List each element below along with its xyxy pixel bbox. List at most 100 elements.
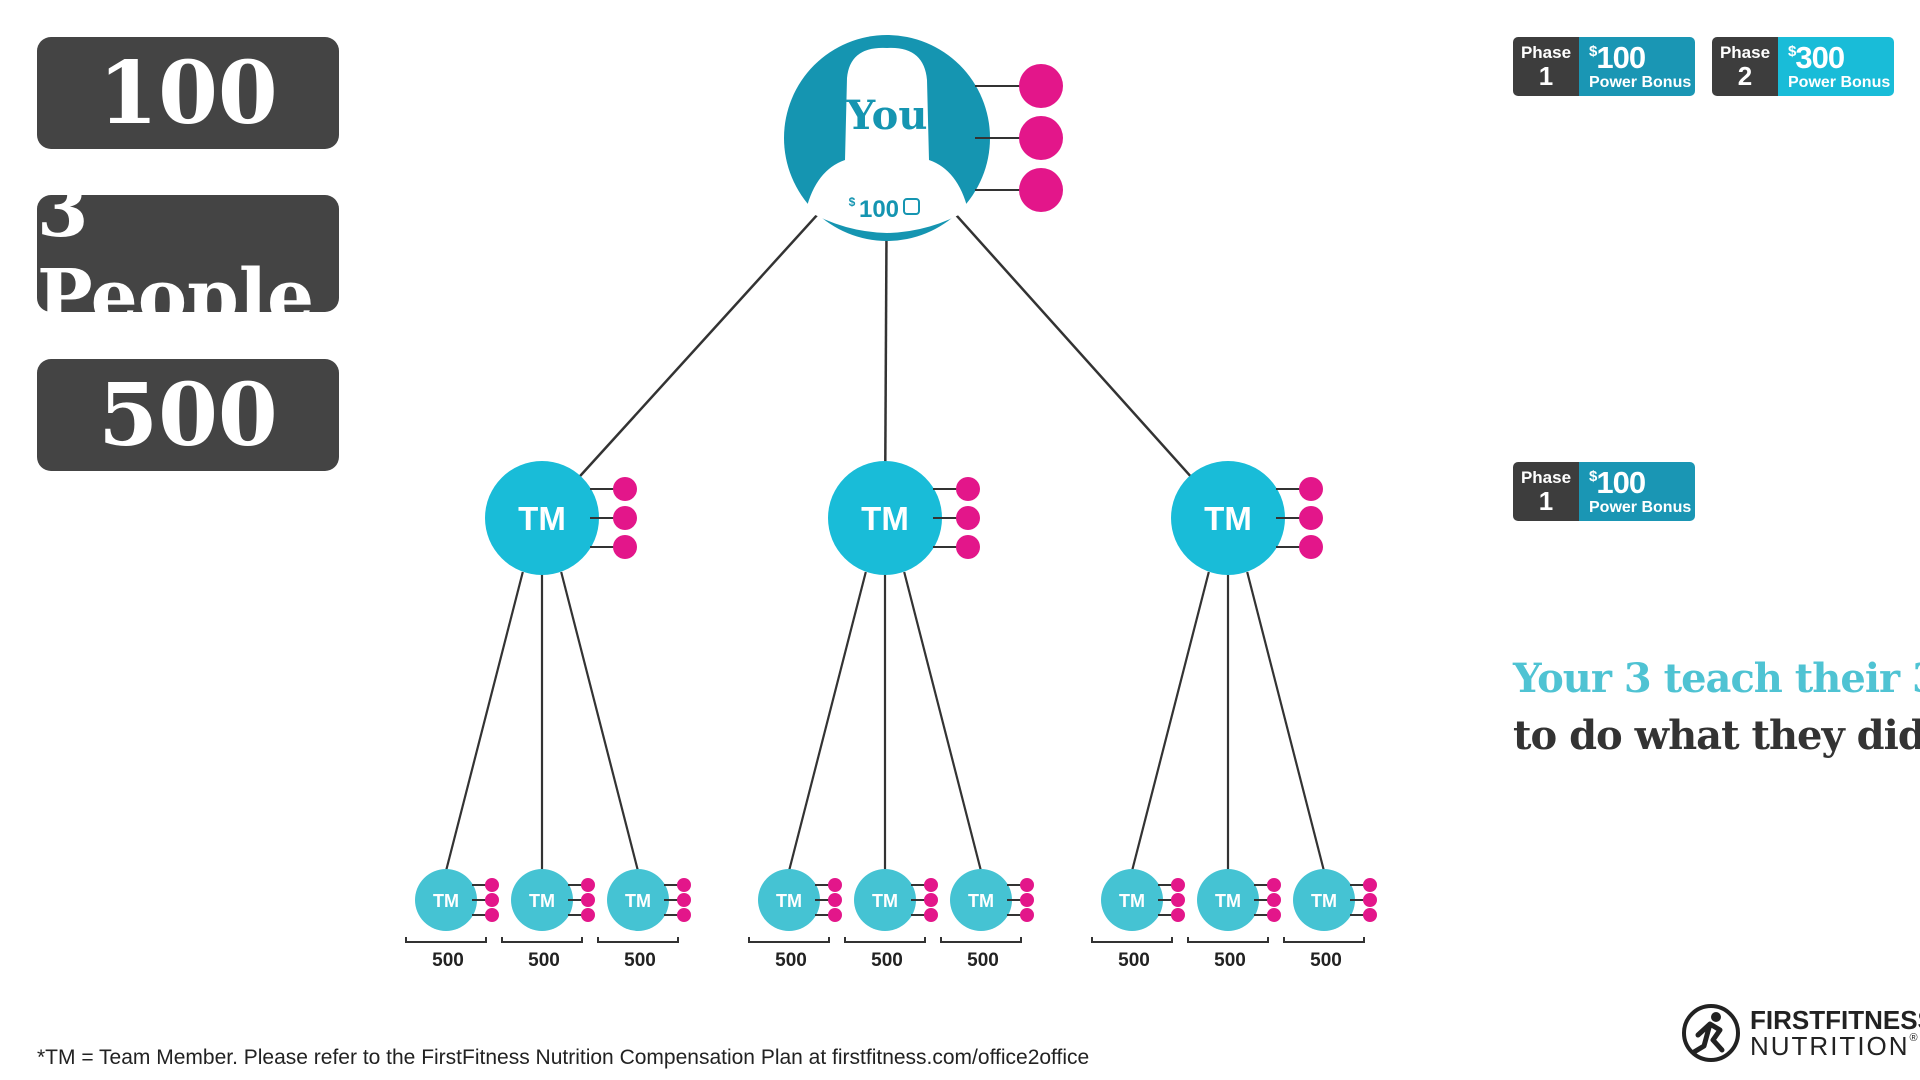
leaf-2-3-bracket <box>940 937 1022 943</box>
leaf-3-3-pink-dot-2 <box>1363 893 1377 907</box>
tm-node-1-pink-dot-2 <box>613 506 637 530</box>
leaf-3-2-label: TM <box>1215 891 1241 911</box>
leaf-1-3-label: TM <box>625 891 651 911</box>
phase-number: 1 <box>1538 486 1554 516</box>
phase-label: Phase <box>1520 468 1572 487</box>
edge-root-to-tm-3 <box>950 209 1194 480</box>
gift-icon <box>903 198 920 215</box>
leaf-3-2-pink-dot-3 <box>1267 908 1281 922</box>
root-label: You <box>846 92 928 139</box>
leaf-2-3-pink-dot-3 <box>1020 908 1034 922</box>
bonus-label: Power Bonus <box>1788 74 1891 91</box>
leaf-1-1-pink-dot-2 <box>485 893 499 907</box>
leaf-2-2-pink-dot-2 <box>924 893 938 907</box>
bonus-currency: $ <box>1589 468 1597 485</box>
leaf-1-2-pink-dot-2 <box>581 893 595 907</box>
phase-1-badge-middle: Phase 1 $100 Power Bonus <box>1513 462 1695 521</box>
tm-node-2-pink-dot-1 <box>956 477 980 501</box>
leaf-1-2-node <box>511 869 573 931</box>
leaf-2-1-bracket <box>748 937 830 943</box>
leaf-1-3-value: 500 <box>624 950 656 971</box>
leaf-1-3-node <box>607 869 669 931</box>
leaf-1-3-pink-dot-1 <box>677 878 691 892</box>
leaf-2-3-pink-dot-1 <box>1020 878 1034 892</box>
leaf-3-3-node <box>1293 869 1355 931</box>
leaf-1-1-pink-dot-3 <box>485 908 499 922</box>
leaf-1-1-label: TM <box>433 891 459 911</box>
leaf-2-3-value: 500 <box>967 950 999 971</box>
leaf-2-2-node <box>854 869 916 931</box>
bonus-amount: 100 <box>1596 465 1646 500</box>
tm-node-2-pink-dot-2 <box>956 506 980 530</box>
bonus-label: Power Bonus <box>1589 499 1692 516</box>
leaf-2-3-pink-dot-2 <box>1020 893 1034 907</box>
tm-node-label-3: TM <box>1204 500 1252 537</box>
tm-node-1 <box>485 461 599 575</box>
leaf-1-3-bracket <box>597 937 679 943</box>
leaf-3-3-label: TM <box>1311 891 1337 911</box>
leaf-2-2-pink-dot-1 <box>924 878 938 892</box>
stat-box-500: 500 <box>37 359 339 471</box>
leaf-1-1-value: 500 <box>432 950 464 971</box>
leaf-1-1-node <box>415 869 477 931</box>
bonus-tag: $100 Power Bonus <box>1579 462 1695 521</box>
tm-node-1-pink-dot-3 <box>613 535 637 559</box>
phase-tag: Phase 1 <box>1513 37 1579 96</box>
phase-label: Phase <box>1520 43 1572 62</box>
leaf-3-1-pink-dot-2 <box>1171 893 1185 907</box>
bonus-tag: $100 Power Bonus <box>1579 37 1695 96</box>
leaf-3-1-node <box>1101 869 1163 931</box>
leaf-1-3-pink-dot-2 <box>677 893 691 907</box>
leaf-3-1-bracket <box>1091 937 1173 943</box>
root-pink-dot-2 <box>1019 116 1063 160</box>
root-pink-dot-3 <box>1019 168 1063 212</box>
runner-logo-icon <box>1682 1004 1740 1062</box>
bonus-label: Power Bonus <box>1589 74 1692 91</box>
leaf-2-3-label: TM <box>968 891 994 911</box>
edge-tm-2-to-leaf-3 <box>903 571 983 872</box>
leaf-1-2-pink-dot-1 <box>581 878 595 892</box>
bonus-amount: 100 <box>1596 40 1646 75</box>
stat-box-100: 100 <box>37 37 339 149</box>
edge-root-to-tm-2 <box>884 234 888 466</box>
tm-node-label-2: TM <box>861 500 909 537</box>
leaf-2-3-node <box>950 869 1012 931</box>
leaf-3-1-value: 500 <box>1118 950 1150 971</box>
phase-tag: Phase 1 <box>1513 462 1579 521</box>
leaf-2-2-label: TM <box>872 891 898 911</box>
logo-line-1: FIRSTFITNESS <box>1750 1005 1920 1035</box>
leaf-1-2-pink-dot-3 <box>581 908 595 922</box>
leaf-2-1-value: 500 <box>775 950 807 971</box>
leaf-3-2-value: 500 <box>1214 950 1246 971</box>
leaf-1-1-pink-dot-1 <box>485 878 499 892</box>
edge-tm-2-to-leaf-1 <box>787 571 867 872</box>
edge-root-to-tm-1 <box>576 208 823 480</box>
leaf-3-1-pink-dot-3 <box>1171 908 1185 922</box>
leaf-3-3-value: 500 <box>1310 950 1342 971</box>
edge-tm-1-to-leaf-1 <box>444 571 524 872</box>
tagline-line-2: to do what they did! <box>1513 712 1920 759</box>
leaf-1-2-value: 500 <box>528 950 560 971</box>
phase-1-badge-top: Phase 1 $100 Power Bonus <box>1513 37 1695 96</box>
leaf-2-1-label: TM <box>776 891 802 911</box>
leaf-3-2-bracket <box>1187 937 1269 943</box>
leaf-1-3-pink-dot-3 <box>677 908 691 922</box>
leaf-3-1-pink-dot-1 <box>1171 878 1185 892</box>
leaf-2-1-pink-dot-1 <box>828 878 842 892</box>
tm-node-2-pink-dot-3 <box>956 535 980 559</box>
bonus-currency: $ <box>1589 43 1597 60</box>
tm-node-3-pink-dot-3 <box>1299 535 1323 559</box>
bonus-amount: 300 <box>1795 40 1845 75</box>
logo-line-2: NUTRITION <box>1750 1031 1910 1061</box>
bonus-currency: $ <box>1788 43 1796 60</box>
leaf-1-2-bracket <box>501 937 583 943</box>
edge-tm-3-to-leaf-3 <box>1246 571 1326 872</box>
leaf-2-2-pink-dot-3 <box>924 908 938 922</box>
firstfitness-logo: FIRSTFITNESS NUTRITION® <box>1680 1002 1920 1064</box>
phase-tag: Phase 2 <box>1712 37 1778 96</box>
leaf-2-2-bracket <box>844 937 926 943</box>
phase-number: 2 <box>1737 61 1753 91</box>
leaf-1-2-label: TM <box>529 891 555 911</box>
tm-node-3 <box>1171 461 1285 575</box>
